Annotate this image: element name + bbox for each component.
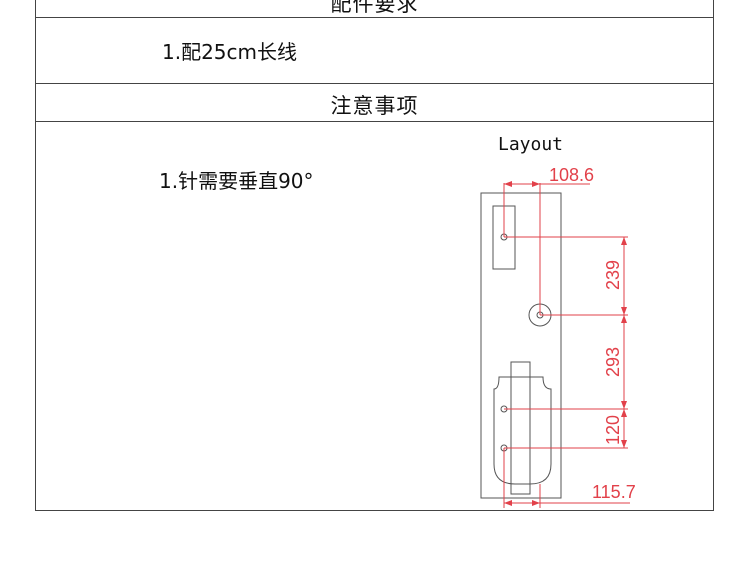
accessory-item: 1.配25cm长线 [162, 40, 298, 64]
dim-top-width: 108.6 [549, 165, 594, 185]
dimension-arrows [504, 181, 627, 506]
layout-label: Layout [498, 134, 564, 155]
dim-bottom-width: 115.7 [592, 482, 636, 502]
board-outline [480, 192, 562, 499]
row-divider [36, 17, 713, 18]
dim-middle-spacing: 293 [603, 347, 623, 377]
lower-bracket [510, 361, 531, 495]
spec-sheet: 配件要求 1.配25cm长线 注意事项 1.针需要垂直90° Layout [35, 0, 714, 511]
row-divider [36, 121, 713, 122]
notes-header: 注意事项 [330, 94, 419, 118]
row-divider [36, 83, 713, 84]
accessories-header: 配件要求 [330, 0, 419, 16]
dimension-lines [503, 183, 630, 508]
dim-upper-spacing: 239 [603, 260, 623, 290]
note-item: 1.针需要垂直90° [159, 169, 314, 193]
dim-lower-spacing: 120 [603, 415, 623, 445]
lower-housing [493, 376, 552, 485]
